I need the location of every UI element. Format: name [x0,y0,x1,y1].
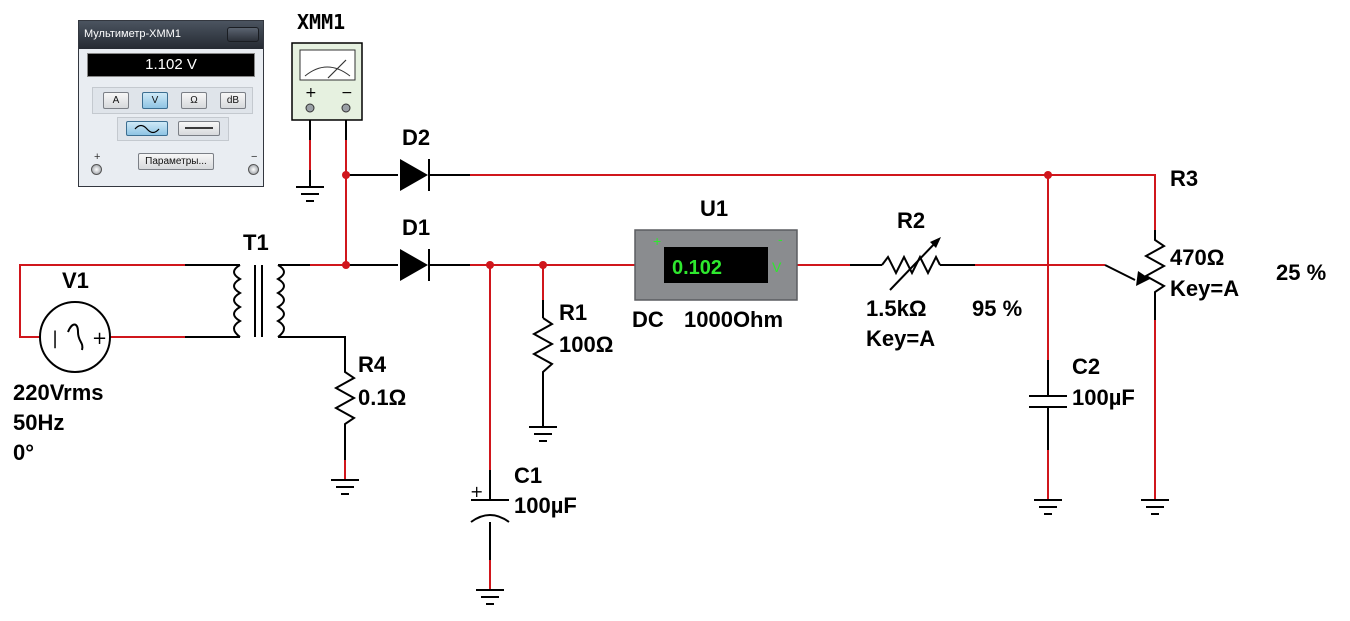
dc-button[interactable] [178,121,220,136]
c1-capacitor[interactable]: + [470,482,510,523]
r2-value: 1.5kΩ [866,296,926,321]
r2-potentiometer[interactable] [881,237,941,291]
xmm1-minus: − [341,85,353,101]
r2-key: Key=A [866,326,935,351]
t1-name: T1 [243,230,269,255]
wires [19,108,1156,590]
v1-voltage: 220Vrms [13,380,104,405]
u1-unit: V [772,259,782,275]
mode-v-button[interactable]: V [142,92,168,109]
r4-resistor[interactable] [333,360,357,430]
multimeter-window[interactable]: Мультиметр-XMM1 1.102 V A V Ω dB + Парам… [78,20,264,187]
parameters-button[interactable]: Параметры... [138,153,214,170]
u1-resistance: 1000Ohm [684,307,783,332]
c1-plus-sign: + [470,482,483,501]
wave-panel [117,117,229,141]
u1-minus-sign: - [778,231,783,247]
d2-diode[interactable] [400,159,430,191]
mode-panel: A V Ω dB [92,87,253,114]
c2-capacitor[interactable] [1029,395,1067,408]
r3-name: R3 [1170,166,1198,191]
r1-name: R1 [559,300,587,325]
r3-key: Key=A [1170,276,1239,301]
v1-name: V1 [62,268,89,293]
ac-button[interactable] [126,121,168,136]
c2-name: C2 [1072,354,1100,379]
r3-percent: 25 % [1276,260,1326,285]
r2-name: R2 [897,208,925,233]
mode-ohm-button[interactable]: Ω [181,92,207,109]
r1-resistor[interactable] [531,317,555,378]
mode-a-button[interactable]: A [103,92,129,109]
minus-terminal[interactable] [248,164,259,175]
r4-value: 0.1Ω [358,385,406,410]
d1-name: D1 [402,215,430,240]
c1-value: 100µF [514,493,577,518]
close-button[interactable] [227,27,259,42]
multimeter-display: 1.102 V [87,53,255,77]
junction-dots [342,171,1052,269]
mode-db-button[interactable]: dB [220,92,246,109]
xmm1-plus: + [305,85,317,101]
svg-text:|: | [52,328,58,349]
ground-symbols [296,186,1169,605]
v1-plus-sign: + [92,328,107,349]
u1-voltmeter[interactable]: 0.102 + - V [634,229,798,301]
u1-plus-sign: + [653,233,661,249]
r2-percent: 95 % [972,296,1022,321]
multimeter-title: Мультиметр-XMM1 [84,28,181,40]
v1-phase: 0° [13,440,34,465]
multimeter-titlebar[interactable]: Мультиметр-XMM1 [79,21,263,49]
u1-mode: DC [632,307,664,332]
terminal-plus-sign: + [94,151,101,163]
r3-value: 470Ω [1170,245,1224,270]
v1-source[interactable]: | + [39,301,111,373]
terminal-minus-sign: − [251,151,258,163]
plus-terminal[interactable] [91,164,102,175]
u1-name: U1 [700,196,728,221]
u1-reading: 0.102 [672,257,722,279]
xmm1-instrument[interactable]: + − [291,42,363,121]
d2-name: D2 [402,125,430,150]
v1-frequency: 50Hz [13,410,64,435]
sine-wave-icon [134,124,160,134]
dc-line-icon [185,127,213,129]
r4-name: R4 [358,352,387,377]
r1-value: 100Ω [559,332,613,357]
d1-diode[interactable] [400,249,430,281]
xmm1-name: XMM1 [297,10,345,34]
t1-transformer[interactable] [233,264,285,338]
r3-potentiometer[interactable] [1136,230,1167,300]
c1-name: C1 [514,463,542,488]
c2-value: 100µF [1072,385,1135,410]
